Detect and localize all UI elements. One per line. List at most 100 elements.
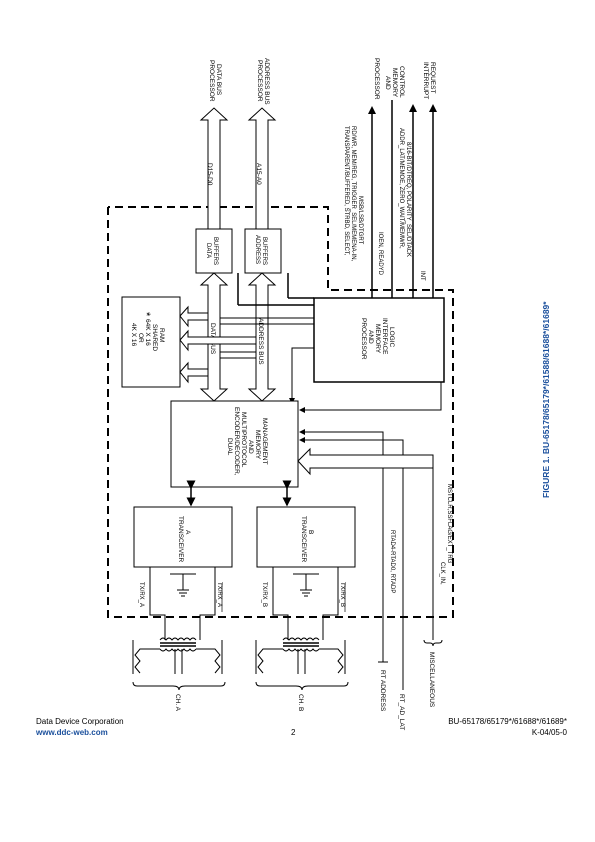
shared-ram-star: * bbox=[140, 312, 152, 317]
txrx-b-line bbox=[272, 567, 289, 640]
label-line: MEMORY bbox=[254, 430, 261, 460]
processor-address-bus-label: PROCESSOR ADDRESS BUS bbox=[256, 58, 270, 105]
label-line: DUAL bbox=[226, 438, 233, 456]
transformer-b-icon bbox=[255, 637, 346, 674]
label-line: A bbox=[184, 530, 191, 535]
miscellaneous-label: MISCELLANEOUS bbox=[428, 652, 435, 708]
label-line: MANAGEMENT bbox=[261, 418, 268, 465]
figure-title: FIGURE 1. BU-65178/65179*/61588/61688*/6… bbox=[541, 301, 551, 498]
label-line: INTERRUPT bbox=[422, 62, 429, 99]
control-group-2-label: ADDR_LAT/MEMOE, ZERO_WAIT/MEMWR, 8/16-BI… bbox=[398, 128, 411, 257]
label-line: RAM bbox=[158, 328, 165, 342]
miscellaneous-brace bbox=[423, 639, 443, 647]
txrx-b-bar-line bbox=[322, 567, 339, 640]
label-line: 4K X 16 bbox=[130, 323, 137, 347]
shared-ram-label: 4K X 16 OR 64K X 16 SHARED RAM bbox=[130, 319, 165, 351]
control-arrow-1 bbox=[368, 106, 376, 114]
label-line: AND bbox=[384, 76, 391, 90]
ram-data-branch-lower bbox=[179, 361, 209, 384]
transceiver-b-label: TRANSCEIVER B bbox=[300, 516, 314, 563]
label-line: DATA BUS bbox=[215, 64, 222, 96]
label-line: TRANSCEIVER bbox=[177, 516, 184, 563]
label-line: ENCODER/DECODER, bbox=[233, 407, 240, 476]
label-line: PROCESSOR bbox=[373, 58, 380, 100]
label-line: BUFFERS bbox=[212, 237, 218, 265]
part-numbers: BU-65178/65179*/61688*/61689* bbox=[448, 717, 567, 726]
processor-address-bus-arrow bbox=[247, 107, 277, 230]
label-line: BUFFERS bbox=[261, 237, 267, 265]
label-line: ADDRESS BUS bbox=[263, 58, 270, 105]
ground-a-icon bbox=[177, 589, 189, 597]
rtad-input-line bbox=[299, 429, 384, 662]
label-line: 8/16-BIT/DTREQ, POLARITY_SEL/DTACK bbox=[405, 142, 411, 257]
address-buffers-label: ADDRESS BUFFERS bbox=[254, 235, 267, 265]
rt-ad-lat-label: RT_AD_LAT bbox=[398, 694, 405, 730]
internal-address-bus-arrow bbox=[247, 272, 277, 402]
channel-b-label: CH. B bbox=[297, 694, 304, 711]
d15-d0-label: D15-D0 bbox=[206, 163, 213, 186]
label-line: MSTCLR,SSFLAG/EXT_TRG bbox=[446, 484, 452, 564]
rt-address-label: RT ADDRESS bbox=[379, 670, 386, 712]
label-line: AND bbox=[367, 330, 374, 344]
label-line: ADDRESS bbox=[254, 235, 260, 264]
label-line: INTERFACE bbox=[381, 318, 388, 355]
channel-b-brace bbox=[255, 681, 349, 691]
label-line: 64K X 16 bbox=[144, 319, 151, 346]
transceiver-a-block bbox=[133, 506, 233, 568]
label-line: OR bbox=[137, 333, 144, 343]
address-buffers-block bbox=[244, 228, 282, 274]
label-line: SHARED bbox=[151, 324, 158, 351]
ram-address-branch-upper bbox=[179, 329, 257, 352]
shared-ram-block bbox=[121, 296, 181, 388]
encoder-decoder-label: DUAL ENCODER/DECODER, MULTIPROTOCOL AND … bbox=[226, 407, 268, 476]
processor-interface-logic-label: PROCESSOR AND MEMORY INTERFACE LOGIC bbox=[360, 318, 395, 360]
label-line: MSB/LSB/DTGRT bbox=[357, 196, 363, 245]
address-bus-label: ADDRESS BUS bbox=[257, 318, 264, 365]
ram-data-branch-upper bbox=[179, 305, 209, 328]
encoder-decoder-block bbox=[170, 400, 299, 488]
transceiver-a-label: TRANSCEIVER A bbox=[177, 516, 191, 563]
label-line: PROCESSOR bbox=[256, 60, 263, 102]
interrupt-arrow bbox=[429, 104, 437, 112]
label-line: DATA bbox=[205, 243, 211, 258]
label-line: B bbox=[307, 530, 314, 534]
chip-boundary bbox=[107, 206, 454, 618]
channel-a-label: CH. A bbox=[174, 694, 181, 712]
label-line: REQUEST bbox=[429, 62, 436, 93]
label-line: TRANSPARENT/BUFFERED, STRBD, SELECT, bbox=[343, 126, 349, 256]
data-buffers-label: DATA BUFFERS bbox=[205, 237, 218, 265]
label-line: CONTROL bbox=[398, 66, 405, 98]
data-buffers-block bbox=[195, 228, 233, 274]
processor-data-bus-arrow bbox=[199, 107, 229, 230]
ground-b-icon bbox=[300, 589, 312, 597]
transformer-a-icon bbox=[132, 637, 223, 674]
a15-a0-label: A15-A0 bbox=[255, 163, 262, 185]
label-line: PROCESSOR bbox=[208, 60, 215, 102]
label-line: MULTIPROTOCOL bbox=[240, 412, 247, 468]
ioen-label: IOEN, READYD bbox=[377, 232, 383, 276]
int-label: INT bbox=[419, 271, 425, 281]
company-name: Data Device Corporation bbox=[36, 717, 124, 726]
logic-to-encoder-line bbox=[289, 347, 314, 404]
website-link[interactable]: www.ddc-web.com bbox=[36, 728, 108, 737]
page-number: 2 bbox=[291, 728, 296, 737]
transceiver-b-block bbox=[256, 506, 356, 568]
channel-a-brace bbox=[132, 681, 226, 691]
txrx-b-label: TX/RX_B bbox=[261, 582, 267, 607]
label-line: ADDR_LAT/MEMOE, ZERO_WAIT/MEMWR, bbox=[398, 128, 404, 249]
txrx-b-bar-label: TX/RX_B bbox=[339, 582, 345, 607]
processor-memory-control-label: PROCESSOR AND MEMORY CONTROL bbox=[373, 58, 405, 100]
control-group-1-label: TRANSPARENT/BUFFERED, STRBD, SELECT, RD/… bbox=[343, 126, 363, 262]
txrx-a-line bbox=[149, 567, 166, 640]
int-to-encoder-line bbox=[299, 382, 442, 413]
label-line: MEMORY bbox=[391, 68, 398, 98]
rtad-label: RTAD4-RTAD0, RTADP bbox=[389, 530, 395, 593]
txrx-a-bar-line bbox=[199, 567, 216, 640]
label-line: RD/WR, MEM/REG, TRIGGER_SEL/MEMENA-IN, bbox=[350, 126, 356, 262]
clk-label: CLK_IN, MSTCLR,SSFLAG/EXT_TRG bbox=[439, 484, 452, 585]
label-line: LOGIC bbox=[388, 327, 395, 348]
txrx-a-label: TX/RX_A bbox=[138, 582, 144, 607]
label-line: PROCESSOR bbox=[360, 318, 367, 360]
processor-data-bus-label: PROCESSOR DATA BUS bbox=[208, 60, 222, 102]
